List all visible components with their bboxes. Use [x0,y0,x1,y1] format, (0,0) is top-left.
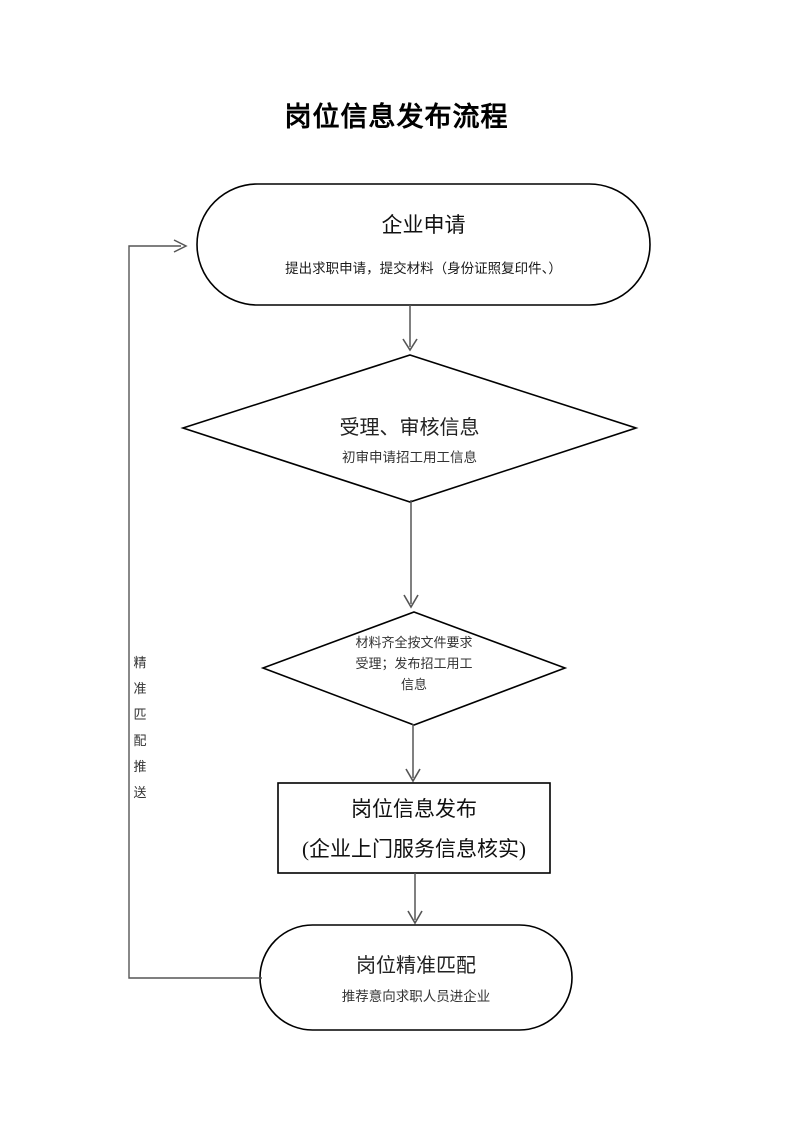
node-shape-materials-complete-check [260,611,568,726]
feedback-loop-label-char-4: 配 [133,733,147,748]
node-subtitle-precise-job-matching: 推荐意向求职人员进企业 [341,989,491,1004]
node-line3-materials-complete-check: 信息 [400,677,427,692]
feedback-loop-label-char-2: 准 [133,681,147,696]
node-title-enterprise-application: 企业申请 [381,214,466,237]
node-subtitle-enterprise-application: 提出求职申请，提交材料（身份证照复印件、） [285,261,562,276]
node-line1-job-info-publish: 岗位信息发布 [351,797,477,821]
connector-1-arrowhead-icon [402,338,418,352]
feedback-loop-label: 精 准 匹 配 推 送 [129,650,151,806]
feedback-loop-label-char-1: 精 [133,655,147,670]
feedback-loop-label-char-6: 送 [133,785,147,800]
page-title: 岗位信息发布流程 [284,102,509,132]
feedback-loop-label-char-3: 匹 [133,707,147,722]
node-line1-materials-complete-check: 材料齐全按文件要求 [355,635,473,650]
node-shape-enterprise-application [196,183,651,306]
node-subtitle-accept-review-info: 初审申请招工用工信息 [342,450,477,465]
node-line2-materials-complete-check: 受理；发布招工用工 [355,656,473,671]
feedback-loop-label-char-5: 推 [133,759,147,774]
connector-4-arrowhead-icon [407,910,423,925]
node-title-accept-review-info: 受理、审核信息 [339,417,480,439]
node-line2-job-info-publish: (企业上门服务信息核实) [302,837,526,861]
feedback-loop-arrowhead-icon [173,239,188,253]
feedback-loop-line [128,245,262,979]
node-shape-job-info-publish [277,782,551,874]
connector-3-arrowhead-icon [405,768,421,783]
node-shape-accept-review-info [180,354,639,503]
node-title-precise-job-matching: 岗位精准匹配 [356,955,476,977]
connector-2-arrowhead-icon [403,594,419,609]
